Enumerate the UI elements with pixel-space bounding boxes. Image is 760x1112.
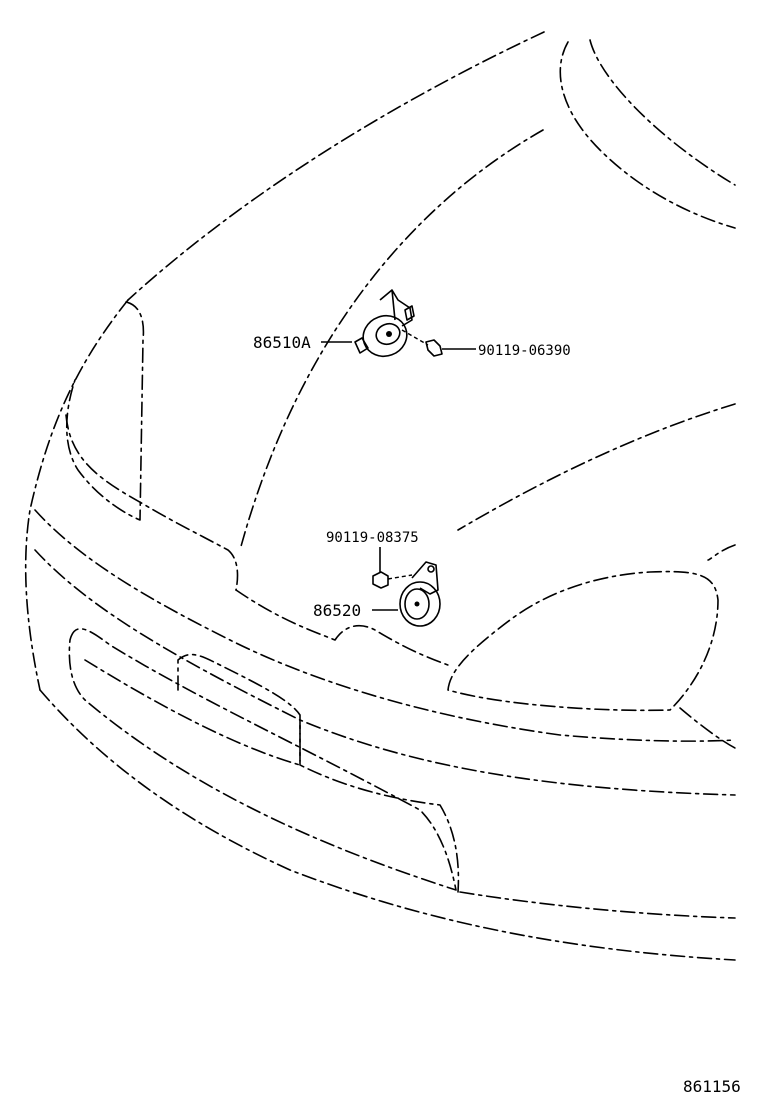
horn-high-body: [362, 314, 408, 358]
horn-high-connector: [354, 337, 369, 354]
windshield-inner-line: [589, 39, 736, 186]
bolt-high-shape: [425, 339, 443, 357]
lower-grille-inner-line: [84, 659, 301, 766]
windshield-edge-line: [559, 41, 736, 229]
horn-high-assembly: [354, 289, 415, 358]
horn-high-tab: [404, 305, 415, 321]
right-headlamp-outline: [447, 570, 719, 712]
bolt-high-part-number: 90119-06390: [478, 343, 571, 359]
bumper-upper-line: [34, 509, 736, 742]
hood-crease-line: [239, 129, 544, 551]
illustration-number: 861156: [683, 1077, 741, 1096]
horn-low-body: [399, 581, 441, 627]
right-fender-upper-line: [707, 544, 736, 561]
left-headlamp-outline: [65, 301, 145, 521]
hood-edge-line: [127, 31, 545, 301]
horn-low-face: [404, 588, 430, 620]
horn-high-center: [386, 331, 392, 337]
bumper-bottom-line: [299, 719, 460, 893]
horn-low-part-number: 86520: [313, 601, 361, 620]
right-wheel-arch-line: [679, 707, 736, 749]
bumper-lower-line: [39, 689, 736, 961]
horn-low-bracket: [411, 561, 439, 595]
horn-low-bracket-hole: [427, 565, 435, 573]
bolt-low-shape: [372, 571, 389, 589]
car-body-outline: [24, 31, 736, 961]
license-plate-outline: [177, 653, 301, 766]
right-fender-line: [457, 403, 736, 531]
lower-grille-outline: [68, 628, 457, 891]
horn-low-center: [414, 601, 420, 607]
horn-low-assembly: [372, 561, 441, 627]
grille-center-line: [235, 589, 449, 666]
left-fender-line: [24, 299, 129, 691]
bolt-low-assembly: [372, 547, 413, 589]
bolt-low-part-number: 90119-08375: [326, 530, 419, 546]
grille-top-line: [65, 414, 239, 591]
bolt-high-assembly: [401, 329, 476, 357]
bumper-middle-line: [34, 549, 736, 796]
bolt-low-axis-line: [387, 574, 413, 580]
horn-high-part-number: 86510A: [253, 333, 311, 352]
lower-bumper-edge-line: [459, 891, 736, 919]
horn-high-face: [375, 322, 401, 346]
horn-high-bracket: [379, 289, 413, 327]
bolt-high-axis-line: [401, 329, 429, 346]
